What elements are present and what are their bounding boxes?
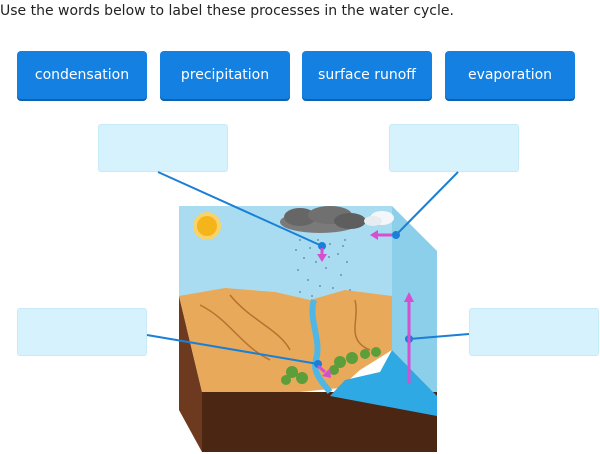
sun-icon [193,212,221,240]
